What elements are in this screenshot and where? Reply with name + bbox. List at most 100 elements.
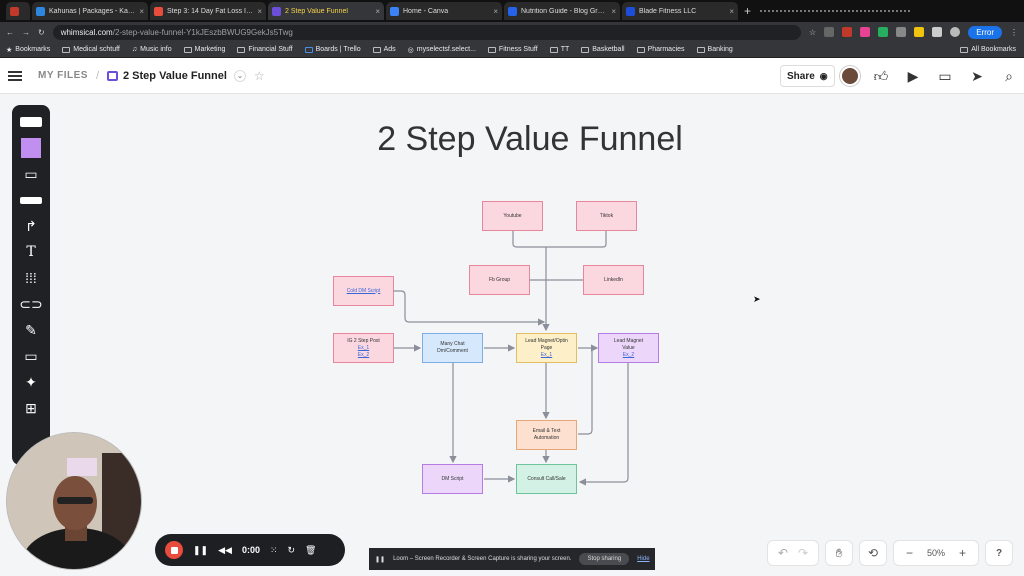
node-link[interactable]: Ex_1 xyxy=(540,351,553,358)
bookmark-folder[interactable]: Ads xyxy=(372,46,396,53)
browser-tab[interactable] xyxy=(6,2,30,20)
error-button[interactable]: Error xyxy=(968,25,1002,39)
restart-icon[interactable]: ↻ xyxy=(287,544,296,555)
close-tab-icon[interactable]: × xyxy=(611,6,616,16)
hamburger-menu-icon[interactable] xyxy=(8,70,22,81)
bookmark-item[interactable]: ★Bookmarks xyxy=(6,46,50,54)
share-button[interactable]: Share◉ xyxy=(780,65,835,87)
avatar[interactable] xyxy=(840,66,860,86)
history-button[interactable]: ⟲ xyxy=(859,540,887,566)
bookmark-folder[interactable]: Banking xyxy=(696,46,733,53)
pan-tool-button[interactable]: ✋︎ xyxy=(825,540,853,566)
card-tool[interactable] xyxy=(17,111,45,133)
zoom-level[interactable]: 50% xyxy=(926,548,945,558)
frame-tool[interactable]: ▭ xyxy=(17,345,45,367)
node-fb-group[interactable]: Fb Group xyxy=(469,265,530,295)
extension-icon[interactable] xyxy=(914,27,925,37)
text-tool[interactable]: T xyxy=(17,241,45,263)
bookmark-folder[interactable]: Basketball xyxy=(581,46,625,53)
breadcrumb-my-files[interactable]: MY FILES xyxy=(38,70,88,81)
present-icon[interactable]: ▶ xyxy=(907,68,919,84)
close-tab-icon[interactable]: × xyxy=(375,6,380,16)
bookmark-item[interactable]: ♫Music info xyxy=(132,46,172,53)
bookmark-folder[interactable]: Fitness Stuff xyxy=(487,46,538,53)
extension-icon[interactable] xyxy=(842,27,853,37)
back-icon[interactable]: ← xyxy=(6,27,14,37)
comment-icon[interactable]: ▭ xyxy=(938,68,952,84)
bookmark-folder[interactable]: Marketing xyxy=(183,46,225,53)
board-canvas[interactable] xyxy=(0,94,1024,576)
forward-icon[interactable]: → xyxy=(22,27,30,37)
extension-icon[interactable] xyxy=(878,27,889,37)
favorite-star-icon[interactable]: ☆ xyxy=(253,68,265,83)
node-youtube[interactable]: Youtube xyxy=(482,201,543,231)
node-dm-script[interactable]: DM Script xyxy=(422,464,483,494)
bookmark-folder[interactable]: Pharmacies xyxy=(636,46,685,53)
board-title[interactable]: 2 Step Value Funnel xyxy=(377,120,683,158)
node-link[interactable]: Ex_2 xyxy=(357,351,370,358)
link-tool[interactable]: ⊂⊃ xyxy=(17,293,45,315)
node-link[interactable]: Ex_2 xyxy=(622,351,635,358)
node-link[interactable]: Cold DM Script xyxy=(346,287,381,294)
close-tab-icon[interactable]: × xyxy=(257,6,262,16)
close-tab-icon[interactable]: × xyxy=(729,6,734,16)
new-tab-button[interactable]: + xyxy=(744,4,752,18)
extension-icon[interactable] xyxy=(932,27,943,37)
close-tab-icon[interactable]: × xyxy=(493,6,498,16)
url-input[interactable]: whimsical.com/2-step-value-funnel-Y1kJEs… xyxy=(52,24,802,40)
connector-tool[interactable]: ↱ xyxy=(17,215,45,237)
pen-tool[interactable]: ✎ xyxy=(17,319,45,341)
drawing-grid-icon[interactable]: ⁙ xyxy=(269,544,278,555)
node-consult-call[interactable]: Consult Call/Sale xyxy=(516,464,577,494)
undo-icon[interactable]: ↶ xyxy=(777,546,788,560)
stop-sharing-button[interactable]: Stop sharing xyxy=(579,553,630,565)
ai-tool[interactable]: ✦ xyxy=(17,371,45,393)
zoom-in-icon[interactable]: + xyxy=(959,546,967,560)
all-bookmarks-button[interactable]: All Bookmarks xyxy=(960,46,1016,53)
bookmark-folder[interactable]: Medical schtuff xyxy=(62,46,120,53)
zoom-out-icon[interactable]: − xyxy=(905,546,913,560)
redo-icon[interactable]: ↷ xyxy=(798,546,809,560)
browser-tab[interactable]: Kahunas | Packages - Kah...× xyxy=(32,2,148,20)
reload-icon[interactable]: ↻ xyxy=(38,27,45,37)
hide-banner-button[interactable]: Hide xyxy=(637,556,650,562)
star-bookmark-icon[interactable]: ☆ xyxy=(809,27,817,37)
bookmark-folder[interactable]: TT xyxy=(549,46,569,53)
search-icon[interactable]: ⌕ xyxy=(1005,68,1013,84)
chevron-down-icon[interactable]: ⌄ xyxy=(233,69,246,82)
extension-icon[interactable] xyxy=(860,27,871,37)
rewind-icon[interactable]: ◀◀ xyxy=(218,544,232,555)
bookmark-folder[interactable]: Financial Stuff xyxy=(237,46,293,53)
browser-tab[interactable]: Step 3: 14 Day Fat Loss Intro...× xyxy=(150,2,266,20)
doc-title[interactable]: 2 Step Value Funnel xyxy=(123,69,227,82)
node-tiktok[interactable]: Tiktok xyxy=(576,201,637,231)
browser-tab[interactable]: Blade Fitness LLC× xyxy=(622,2,738,20)
extension-icon[interactable] xyxy=(896,27,907,37)
pause-icon[interactable]: ❚❚ xyxy=(193,544,209,555)
webcam-bubble[interactable] xyxy=(6,432,142,570)
extension-icon[interactable] xyxy=(824,27,835,37)
browser-tab-active[interactable]: 2 Step Value Funnel× xyxy=(268,2,384,20)
send-icon[interactable]: ➤ xyxy=(971,68,983,84)
help-button[interactable]: ? xyxy=(985,540,1013,566)
profile-icon[interactable] xyxy=(950,27,961,37)
node-link[interactable]: Ex_1 xyxy=(357,344,370,351)
template-tool[interactable]: ⊞ xyxy=(17,397,45,419)
node-cold-dm-script[interactable]: Cold DM Script xyxy=(333,276,394,306)
node-linkedin[interactable]: LinkedIn xyxy=(583,265,644,295)
sticky-note-tool[interactable] xyxy=(17,137,45,159)
trash-icon[interactable]: 🗑︎ xyxy=(305,544,317,555)
stop-recording-button[interactable] xyxy=(165,541,183,559)
bookmark-item[interactable]: Boards | Trello xyxy=(304,46,361,53)
close-tab-icon[interactable]: × xyxy=(139,6,144,16)
browser-tab[interactable]: Nutrition Guide - Blog Graph...× xyxy=(504,2,620,20)
thumbs-up-icon[interactable]: 👍︎ xyxy=(873,68,889,84)
browser-tab[interactable]: Home - Canva× xyxy=(386,2,502,20)
wireframe-tool[interactable] xyxy=(17,189,45,211)
device-frame-tool[interactable]: ▭ xyxy=(17,163,45,185)
